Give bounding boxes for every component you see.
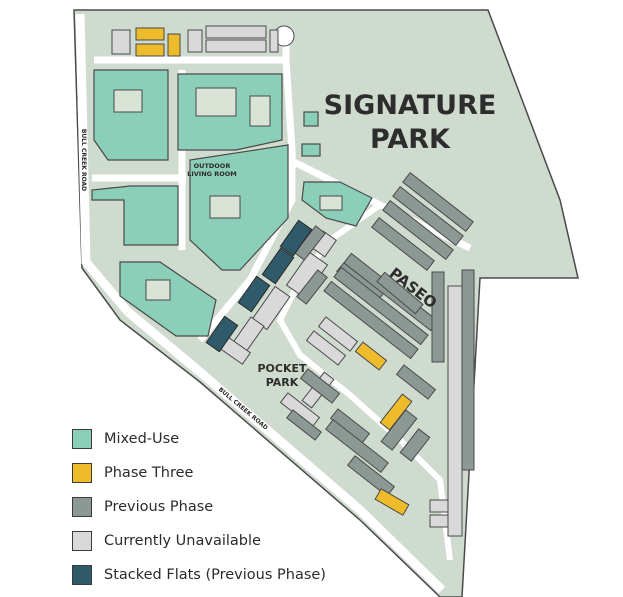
internal-road-ring [92,46,472,343]
bull-creek-road-west [75,13,132,315]
legend-swatch-mixed-use [72,429,92,449]
legend-item-phase-three: Phase Three [72,456,326,490]
courtyard-d [209,195,241,219]
pocket-park-label-1: POCKET [257,362,307,375]
unit [371,217,435,271]
unit [333,266,429,346]
outdoor-living-label-2: LIVING ROOM [187,170,237,178]
legend-label-currently-unavailable: Currently Unavailable [104,533,261,549]
unit [286,409,322,441]
unit [279,219,313,257]
courtyard-b [195,87,237,117]
courtyard-a [113,89,143,113]
unit [299,368,341,404]
pocket-park-label-2: PARK [266,376,299,389]
legend-item-mixed-use: Mixed-Use [72,422,326,456]
unit [402,171,474,233]
unit [323,280,419,360]
unit [346,455,396,497]
unit [205,315,239,353]
legend-swatch-stacked-flats [72,565,92,585]
unit [187,29,203,53]
signature-park-label-1: SIGNATURE [324,90,497,121]
signature-park-label-2: PARK [370,124,451,155]
unit [395,364,437,400]
bull-creek-road-west-label: BULL CREEK ROAD [80,129,87,191]
unit [135,43,165,57]
unit [317,316,359,352]
unit [354,341,388,371]
unit [382,199,454,261]
unit [379,393,413,431]
stacked-flats-units [205,219,313,353]
courtyard-e [145,279,171,301]
unit [205,39,267,53]
unit [111,29,131,55]
legend-swatch-phase-three [72,463,92,483]
previous-phase-units [286,171,475,497]
outdoor-living-label-1: OUTDOOR [194,162,231,170]
legend-item-previous-phase: Previous Phase [72,490,326,524]
unit [296,269,328,305]
mixed-use-small-a [303,111,319,127]
unit [237,275,271,313]
map-legend: Mixed-Use Phase Three Previous Phase Cur… [72,422,326,592]
bull-creek-road-south [125,308,446,594]
unit [325,419,389,473]
legend-label-mixed-use: Mixed-Use [104,431,180,447]
unit [447,285,463,537]
courtyard-f [319,195,343,211]
unit [167,33,181,57]
unit [431,271,445,363]
unit [261,247,295,285]
unit [376,271,424,315]
legend-label-phase-three: Phase Three [104,465,194,481]
mixed-use-small-b [301,143,321,157]
unit [392,185,464,247]
legend-label-stacked-flats: Stacked Flats (Previous Phase) [104,567,326,583]
legend-item-currently-unavailable: Currently Unavailable [72,524,326,558]
legend-label-previous-phase: Previous Phase [104,499,214,515]
unit [374,488,410,516]
courtyards [113,87,343,301]
legend-swatch-previous-phase [72,497,92,517]
mixed-use-block-west [91,185,179,246]
legend-item-stacked-flats: Stacked Flats (Previous Phase) [72,558,326,592]
unit [305,330,347,366]
unit [399,428,431,462]
unit [135,27,165,41]
unit [461,269,475,471]
phase-three-units [135,27,413,516]
unit [205,25,267,39]
unit [269,29,279,53]
legend-swatch-currently-unavailable [72,531,92,551]
courtyard-c [249,95,271,127]
mixed-use-block-northwest [93,69,169,161]
